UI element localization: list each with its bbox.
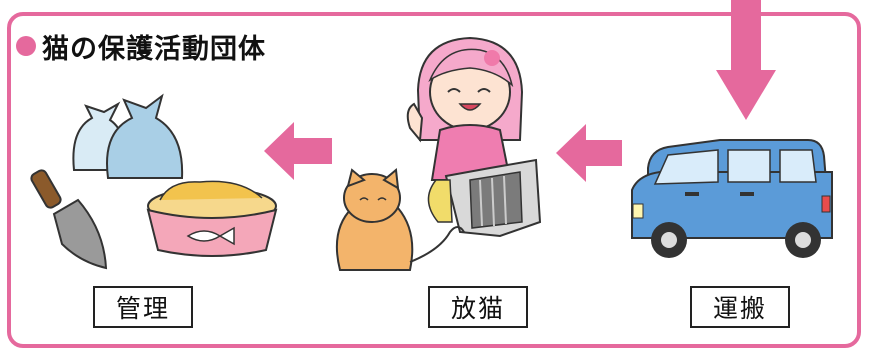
bag-icon: [106, 93, 184, 179]
arrow-left-icon: [264, 122, 332, 180]
girl-icon: [406, 36, 524, 181]
step-label-management: 管理: [93, 286, 193, 328]
car-icon: [631, 139, 833, 258]
title-bullet-icon: [16, 36, 36, 56]
cat-icon: [335, 168, 465, 271]
step-label-release: 放猫: [428, 286, 528, 328]
arrow-down-icon: [716, 0, 776, 120]
title-text: 猫の保護活動団体: [42, 33, 266, 65]
arrow-left-icon: [556, 124, 622, 182]
group-title: 猫の保護活動団体: [16, 30, 266, 65]
carrier-icon: [427, 158, 542, 238]
food-bowl-icon: [146, 180, 278, 257]
trowel-icon: [30, 169, 108, 270]
step-label-transport: 運搬: [690, 286, 790, 328]
